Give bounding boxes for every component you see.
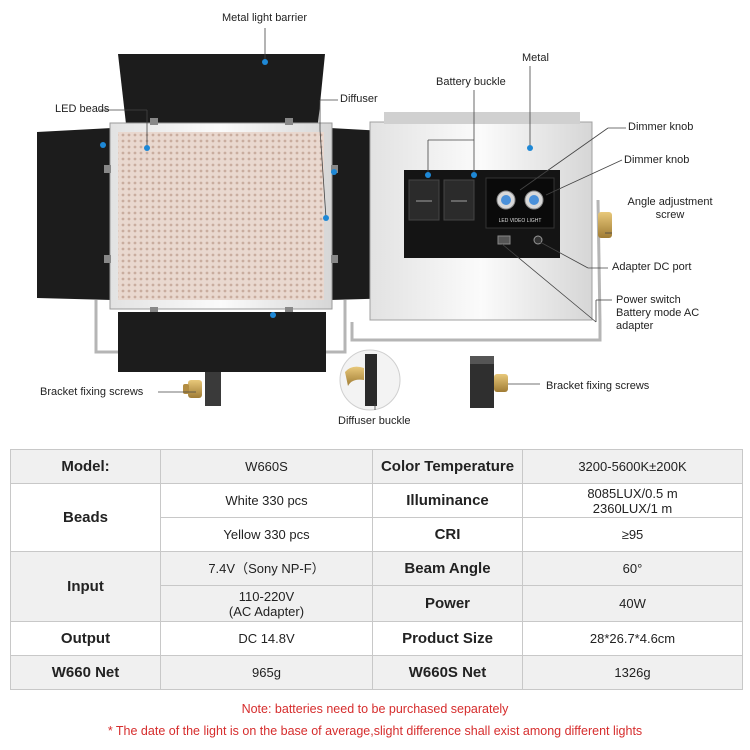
color-temperature-value: 3200-5600K±200K	[522, 449, 743, 484]
back-mount-post	[470, 360, 494, 408]
output-label: Output	[10, 621, 161, 656]
back-bracket	[350, 322, 602, 342]
callout-bracket-fixing-screws-left: Bracket fixing screws	[40, 386, 144, 398]
model-label: Model:	[10, 449, 161, 484]
callout-metal-light-barrier: Metal light barrier	[222, 12, 307, 24]
w660s-net-value: 1326g	[522, 655, 743, 690]
output-value: DC 14.8V	[160, 621, 373, 656]
callout-diffuser-buckle: Diffuser buckle	[338, 415, 411, 427]
callout-bracket-fixing-screws-right: Bracket fixing screws	[546, 380, 650, 392]
table-row: Beads White 330 pcs Illuminance 8085LUX/…	[10, 483, 743, 552]
callout-led-beads: LED beads	[55, 103, 110, 115]
callout-metal: Metal	[522, 52, 549, 64]
color-temperature-label: Color Temperature	[372, 449, 523, 484]
beads-white-value: White 330 pcs	[160, 483, 373, 518]
table-row: 110-220V(AC Adapter) Power 40W	[11, 585, 743, 622]
product-drawing: LED VIDEO LIGHT	[37, 28, 626, 411]
beam-angle-label: Beam Angle	[372, 551, 523, 586]
bottom-barn-door	[118, 312, 326, 372]
w660-net-label: W660 Net	[10, 655, 161, 690]
table-row: Output DC 14.8V Product Size 28*26.7*4.6…	[10, 621, 743, 656]
product-size-label: Product Size	[372, 621, 523, 656]
illuminance-value-2: 2360LUX/1 m	[592, 500, 673, 516]
beam-angle-value: 60°	[522, 551, 743, 586]
note-disclaimer: * The date of the light is on the base o…	[107, 724, 643, 738]
cri-label: CRI	[372, 517, 523, 552]
input-value-adapter-1: 110-220V	[238, 588, 295, 604]
product-illustration: LED VIDEO LIGHT	[37, 12, 713, 427]
front-mount-post	[205, 372, 221, 406]
callout-dots	[100, 59, 533, 318]
model-value: W660S	[160, 449, 373, 484]
table-row: Yellow 330 pcs CRI ≥95	[11, 517, 743, 552]
callout-battery-buckle: Battery buckle	[436, 76, 506, 88]
callout-diffuser: Diffuser	[340, 93, 378, 105]
illuminance-value-1: 8085LUX/0.5 m	[587, 485, 678, 501]
table-row: Input 7.4V（Sony NP-F） Beam Angle 60°	[10, 551, 743, 622]
cri-value: ≥95	[522, 517, 743, 552]
power-value: 40W	[522, 585, 743, 622]
illuminance-label: Illuminance	[372, 483, 523, 518]
angle-adjustment-screw-icon	[598, 212, 612, 238]
table-row: Model: W660S Color Temperature 3200-5600…	[10, 449, 743, 484]
callout-dimmer-knob-1: Dimmer knob	[628, 121, 694, 133]
power-switch-icon	[497, 235, 511, 245]
power-label: Power	[372, 585, 523, 622]
input-value-adapter: 110-220V(AC Adapter)	[160, 585, 373, 622]
beads-label: Beads	[10, 483, 161, 552]
callout-dimmer-knob-2: Dimmer knob	[624, 154, 690, 166]
beads-yellow-value: Yellow 330 pcs	[160, 517, 373, 552]
spec-table: Model: W660S Color Temperature 3200-5600…	[10, 449, 743, 690]
input-value-battery: 7.4V（Sony NP-F）	[160, 551, 373, 586]
control-panel-label: LED VIDEO LIGHT	[499, 218, 542, 224]
callout-angle-adjustment-screw: Angle adjustment screw	[627, 196, 713, 221]
callout-adapter-dc-port: Adapter DC port	[612, 261, 692, 273]
w660-net-value: 965g	[160, 655, 373, 690]
note-batteries: Note: batteries need to be purchased sep…	[241, 702, 509, 716]
input-value-adapter-2: (AC Adapter)	[228, 603, 305, 619]
product-size-value: 28*26.7*4.6cm	[522, 621, 743, 656]
led-bead-panel	[118, 132, 324, 300]
w660s-net-label: W660S Net	[372, 655, 523, 690]
table-row: W660 Net 965g W660S Net 1326g	[10, 655, 743, 690]
callout-power-switch: Power switch Battery mode AC adapter	[616, 294, 700, 332]
leader-lines	[100, 28, 626, 410]
input-label: Input	[10, 551, 161, 622]
top-barn-door	[118, 54, 325, 124]
left-barn-door	[37, 128, 112, 300]
